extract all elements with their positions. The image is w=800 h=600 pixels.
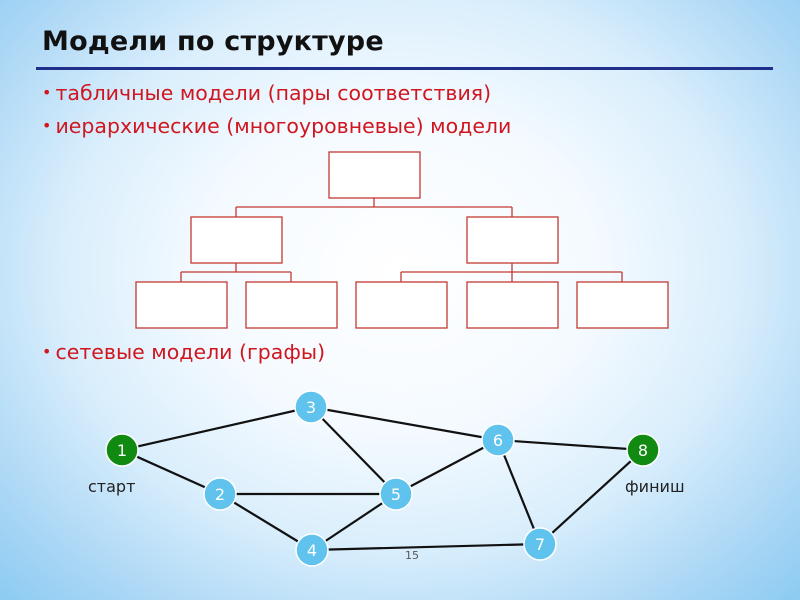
bullet-text: иерархические (многоуровневые) модели bbox=[55, 114, 512, 138]
start-label: старт bbox=[88, 477, 136, 496]
graph-edge-4-5 bbox=[311, 493, 397, 551]
tree-connector bbox=[235, 198, 513, 217]
title-underline bbox=[36, 67, 773, 70]
graph-node-circle bbox=[295, 533, 329, 567]
bullet-hierarchical-models: •иерархические (многоуровневые) модели bbox=[42, 114, 511, 138]
bullet-table-models: •табличные модели (пары соответствия) bbox=[42, 81, 491, 105]
graph-node-8: 8 bbox=[626, 433, 660, 467]
bullet-text: сетевые модели (графы) bbox=[55, 340, 326, 364]
graph-edge-3-6 bbox=[310, 405, 499, 442]
graph-node-label: 7 bbox=[535, 535, 545, 554]
graph-edge-6-7 bbox=[496, 439, 542, 545]
graph-node-label: 6 bbox=[493, 431, 503, 450]
bullet-marker: • bbox=[42, 83, 52, 102]
bullet-network-models: •сетевые модели (графы) bbox=[42, 340, 325, 364]
graph-node-2: 2 bbox=[203, 477, 237, 511]
slide-title: Модели по структуре bbox=[42, 26, 384, 57]
page-number: 15 bbox=[405, 549, 419, 562]
graph-edge-1-2 bbox=[121, 448, 221, 496]
graph-node-label: 3 bbox=[306, 398, 316, 417]
tree-connector bbox=[180, 263, 292, 282]
bullet-text: табличные модели (пары соответствия) bbox=[55, 81, 492, 105]
graph-node-label: 1 bbox=[117, 441, 127, 460]
graph-node-circle bbox=[626, 433, 660, 467]
graph-edge-7-8 bbox=[539, 449, 644, 545]
graph-node-circle bbox=[523, 527, 557, 561]
graph-node-5: 5 bbox=[379, 477, 413, 511]
graph-node-circle bbox=[203, 477, 237, 511]
graph-edge-2-4 bbox=[219, 493, 313, 551]
graph-node-3: 3 bbox=[294, 390, 328, 424]
graph-node-circle bbox=[294, 390, 328, 424]
graph-node-7: 7 bbox=[523, 527, 557, 561]
graph-node-1: 1 bbox=[105, 433, 139, 467]
tree-node-level3 bbox=[576, 281, 669, 329]
graph-edge-6-8 bbox=[497, 438, 644, 452]
graph-node-circle bbox=[105, 433, 139, 467]
graph-node-6: 6 bbox=[481, 423, 515, 457]
tree-node-level3 bbox=[245, 281, 338, 329]
graph-edge-5-6 bbox=[395, 439, 499, 495]
graph-node-label: 4 bbox=[307, 541, 317, 560]
bullet-marker: • bbox=[42, 342, 52, 361]
graph-node-label: 2 bbox=[215, 485, 225, 504]
graph-edge-3-5 bbox=[310, 406, 397, 495]
tree-node-level3 bbox=[466, 281, 559, 329]
graph-node-label: 5 bbox=[391, 485, 401, 504]
graph-node-circle bbox=[379, 477, 413, 511]
graph-node-label: 8 bbox=[638, 441, 648, 460]
graph-edge-1-3 bbox=[121, 405, 312, 452]
finish-label: финиш bbox=[625, 477, 685, 496]
graph-edge-4-7 bbox=[311, 542, 541, 552]
graph-node-4: 4 bbox=[295, 533, 329, 567]
graph-node-circle bbox=[481, 423, 515, 457]
tree-connector bbox=[400, 263, 623, 282]
bullet-marker: • bbox=[42, 116, 52, 135]
